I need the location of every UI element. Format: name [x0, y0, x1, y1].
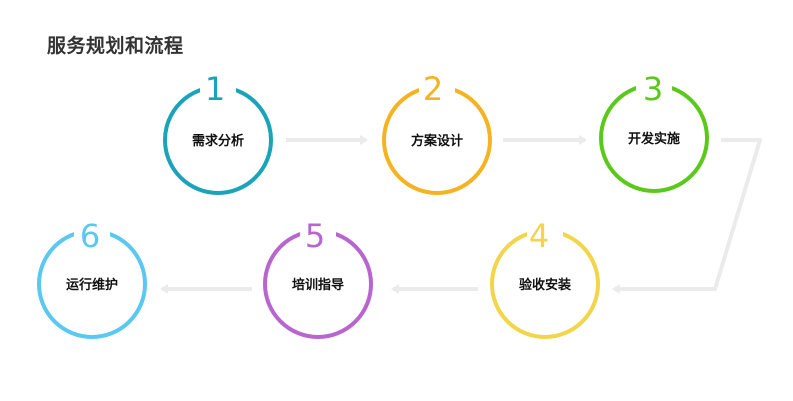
step-node: 3 开发实施	[599, 66, 709, 193]
arrow-3-to-4	[612, 138, 762, 294]
connectors	[160, 135, 762, 294]
step-number: 6	[80, 217, 100, 255]
number-gap	[300, 212, 336, 250]
step-number: 5	[305, 217, 325, 255]
step-label: 运行维护	[66, 277, 118, 293]
page-title: 服务规划和流程	[47, 35, 184, 57]
step-label: 方案设计	[411, 133, 463, 149]
step-number: 2	[423, 70, 443, 108]
step-node: 5 培训指导	[263, 212, 373, 339]
step-label: 开发实施	[628, 131, 680, 147]
number-gap	[527, 212, 563, 250]
step-node: 6 运行维护	[37, 212, 147, 339]
number-gap	[74, 212, 110, 250]
step-node: 2 方案设计	[382, 68, 492, 195]
step-node: 4 验收安装	[490, 212, 600, 339]
number-gap	[200, 68, 236, 106]
number-gap	[636, 66, 672, 104]
step-number: 3	[643, 70, 663, 108]
step-label: 培训指导	[292, 277, 344, 293]
step-label: 需求分析	[192, 133, 244, 149]
step-node: 1 需求分析	[163, 68, 273, 195]
number-gap	[419, 68, 455, 106]
step-number: 1	[205, 70, 225, 108]
step-number: 4	[529, 217, 549, 255]
step-label: 验收安装	[519, 277, 571, 293]
